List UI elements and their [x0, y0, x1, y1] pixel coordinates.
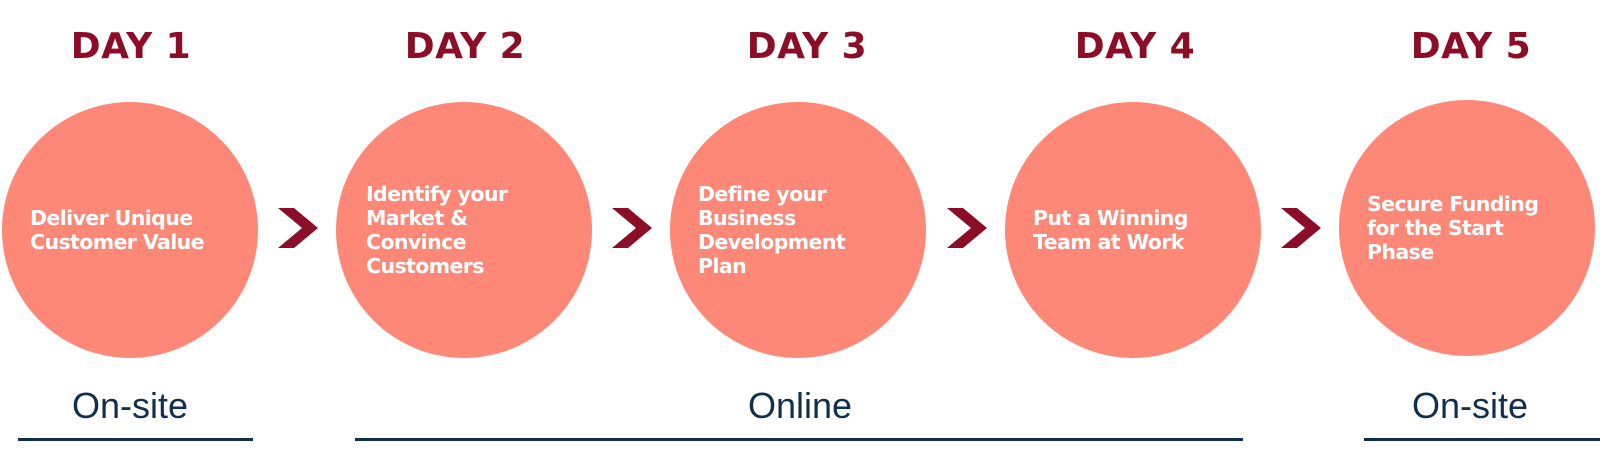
day-4-topic: Put a Winning Team at Work [1033, 206, 1188, 254]
day-1-topic: Deliver Unique Customer Value [30, 206, 205, 254]
mode-onsite-end-underline [1364, 438, 1600, 441]
day-5-title: DAY 5 [1410, 26, 1532, 67]
day-3-title: DAY 3 [746, 26, 868, 67]
chevron-right-icon [1281, 208, 1321, 248]
day-5-topic: Secure Funding for the Start Phase [1367, 192, 1539, 264]
mode-onsite-end-label: On-site [1411, 385, 1529, 426]
chevron-right-icon [278, 208, 318, 248]
mode-onsite-start-underline [18, 438, 253, 441]
chevron-right-icon [947, 208, 987, 248]
day-2-circle: Identify your Market & Convince Customer… [336, 102, 592, 358]
day-2-title: DAY 2 [404, 26, 526, 67]
day-1-circle: Deliver Unique Customer Value [2, 102, 258, 358]
chevron-right-icon [612, 208, 652, 248]
day-3-topic: Define your Business Development Plan [698, 182, 846, 278]
mode-online-label: Online [747, 385, 853, 426]
day-5-circle: Secure Funding for the Start Phase [1339, 100, 1595, 356]
day-4-circle: Put a Winning Team at Work [1005, 102, 1261, 358]
day-4-title: DAY 4 [1074, 26, 1196, 67]
mode-onsite-start-label: On-site [71, 385, 189, 426]
mode-online-underline [355, 438, 1243, 441]
day-1-title: DAY 1 [70, 26, 192, 67]
day-2-topic: Identify your Market & Convince Customer… [366, 182, 508, 278]
day-3-circle: Define your Business Development Plan [670, 102, 926, 358]
